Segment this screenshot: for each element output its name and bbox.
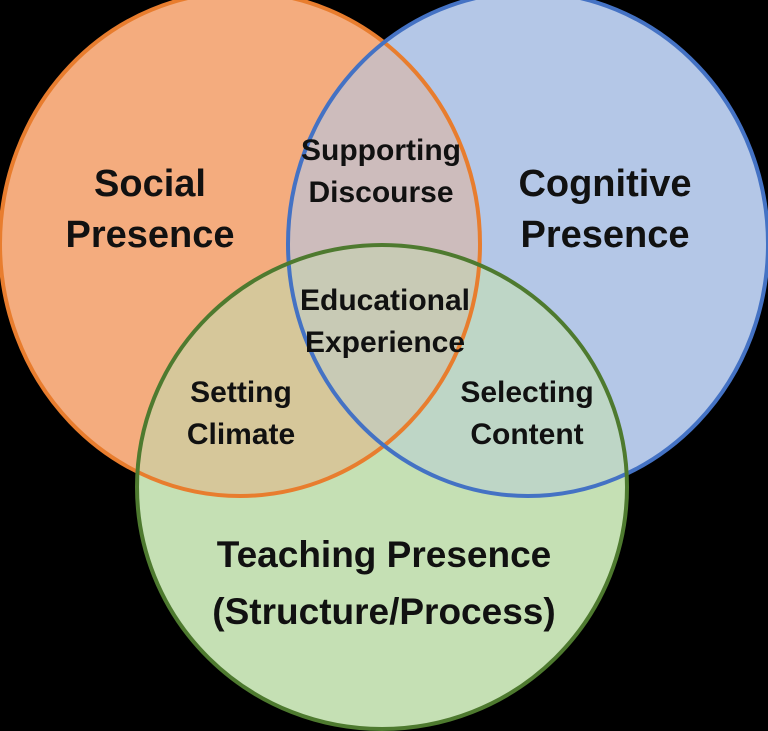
social-presence-label: Social Presence <box>65 159 234 261</box>
setting-climate-label-line1: Setting <box>190 376 292 409</box>
teaching-presence-label-line2: (Structure/Process) <box>212 591 556 632</box>
cognitive-presence-label-line1: Cognitive <box>518 163 692 205</box>
setting-climate-label-line2: Climate <box>186 418 296 451</box>
cognitive-circle-outline <box>286 0 768 498</box>
selecting-content-label: Selecting Content <box>460 372 593 456</box>
educational-experience-label-line2: Experience <box>304 326 466 359</box>
educational-experience-label: Educational Experience <box>300 280 470 364</box>
supporting-discourse-label: Supporting Discourse <box>301 130 461 214</box>
cognitive-presence-label: Cognitive Presence <box>518 159 691 261</box>
teaching-presence-label: Teaching Presence (Structure/Process) <box>212 526 555 640</box>
teaching-circle-outline <box>135 243 629 731</box>
selecting-content-label-line2: Content <box>470 418 584 451</box>
supporting-discourse-label-line1: Supporting <box>301 134 461 167</box>
setting-climate-label: Setting Climate <box>187 372 295 456</box>
educational-experience-label-line1: Educational <box>299 284 471 317</box>
social-presence-label-line1: Social <box>94 163 206 205</box>
cognitive-presence-label-line2: Presence <box>520 214 690 256</box>
social-presence-label-line2: Presence <box>65 214 235 256</box>
social-circle-outline <box>0 0 482 498</box>
teaching-presence-label-line1: Teaching Presence <box>216 534 552 575</box>
selecting-content-label-line1: Selecting <box>460 376 594 409</box>
supporting-discourse-label-line2: Discourse <box>308 176 454 209</box>
